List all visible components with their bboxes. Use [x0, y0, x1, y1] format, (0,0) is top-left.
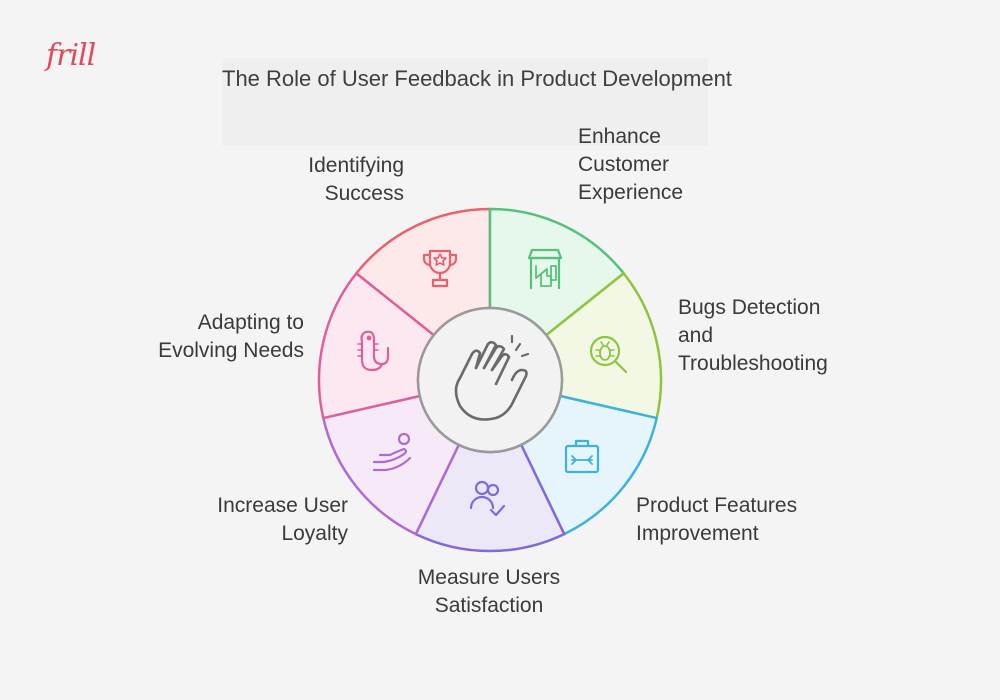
label-line: and	[678, 324, 714, 347]
toolbox-icon	[564, 439, 600, 474]
label-line: Identifying	[308, 154, 404, 177]
label-line: Customer	[578, 153, 670, 176]
users-check-icon	[469, 480, 506, 517]
label-line: Loyalty	[281, 522, 348, 545]
label-line: Enhance	[578, 125, 661, 148]
frill-logo: frill	[46, 38, 96, 73]
label-line: Success	[324, 182, 404, 205]
hand-user-icon	[372, 432, 412, 472]
center-circle	[416, 306, 564, 454]
label-line: Increase User	[217, 494, 348, 517]
worm-icon	[357, 330, 390, 372]
storefront-thumbs-up-icon	[527, 248, 563, 290]
label-adapting-evolving-needs: Adapting to Evolving Needs	[110, 309, 304, 365]
diagram-title: The Role of User Feedback in Product Dev…	[222, 66, 732, 91]
label-line: Bugs Detection	[678, 296, 821, 319]
label-line: Troubleshooting	[678, 352, 828, 375]
label-line: Adapting to	[197, 311, 304, 334]
label-line: Product Features	[636, 494, 798, 517]
title-band	[222, 58, 708, 146]
label-line: Improvement	[636, 522, 759, 545]
bug-search-icon	[589, 335, 628, 374]
label-line: Measure Users	[417, 566, 561, 589]
trophy-icon	[422, 249, 458, 288]
clapping-hands-icon	[454, 334, 530, 421]
label-line: Satisfaction	[434, 594, 544, 617]
label-line: Evolving Needs	[158, 339, 304, 362]
label-line: Experience	[578, 181, 684, 204]
